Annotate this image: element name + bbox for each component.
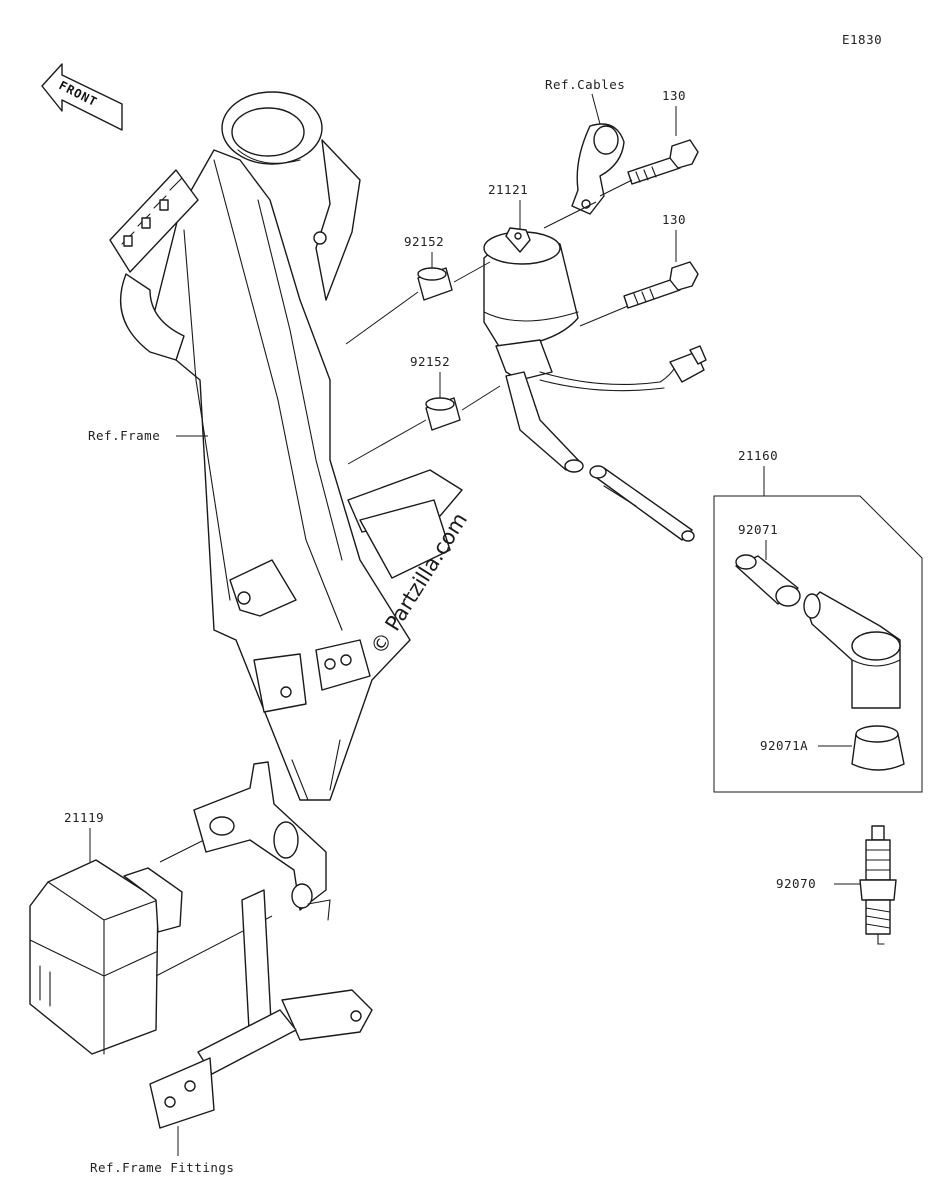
clamp-to-coil-line [543, 201, 597, 229]
plug-cap-drawing [803, 591, 901, 709]
collar-top-drawing [417, 267, 453, 301]
bolt-mid-label: 130 [662, 212, 686, 227]
spark-plug-label: 92070 [776, 876, 816, 891]
bolt-top-axis [599, 179, 633, 197]
front-arrow-icon: FRONT [41, 63, 123, 131]
bolt-top-label: 130 [662, 88, 686, 103]
collar-top-axis-2 [453, 261, 491, 283]
ht-lead-end-drawing [589, 465, 695, 542]
collar-bottom-axis [347, 419, 427, 465]
collar-bottom-label: 92152 [410, 354, 450, 369]
coil-label: 21121 [488, 182, 528, 197]
ref-frame-fittings-label: Ref.Frame Fittings [90, 1160, 234, 1175]
ref-frame-label: Ref.Frame [88, 428, 160, 443]
ref-cables-label: Ref.Cables [545, 77, 625, 92]
frame-fittings-drawing [149, 761, 373, 1129]
cable-clamp-drawing [571, 123, 625, 215]
bolt-top-drawing [627, 139, 699, 185]
cap-seal-drawing [735, 554, 801, 607]
collar-bottom-drawing [425, 397, 461, 431]
diagram-code: E1830 [842, 32, 882, 47]
bolt-mid-drawing [623, 261, 699, 309]
collar-bottom-axis-2 [461, 385, 501, 411]
ref-cables-leader [591, 93, 601, 125]
igniter-label: 21119 [64, 810, 104, 825]
cap-assy-box [713, 495, 923, 793]
cap-assy-label: 21160 [738, 448, 778, 463]
cap-seal-label: 92071 [738, 522, 778, 537]
bolt-mid-axis [579, 305, 629, 327]
spark-plug-drawing [859, 825, 897, 945]
ignition-coil-drawing [483, 227, 707, 473]
collar-top-axis [345, 291, 419, 345]
collar-top-label: 92152 [404, 234, 444, 249]
cap-seal-a-drawing [851, 725, 905, 771]
frame-drawing [109, 91, 463, 801]
igniter-drawing [29, 859, 183, 1055]
cap-seal-a-label: 92071A [760, 738, 808, 753]
